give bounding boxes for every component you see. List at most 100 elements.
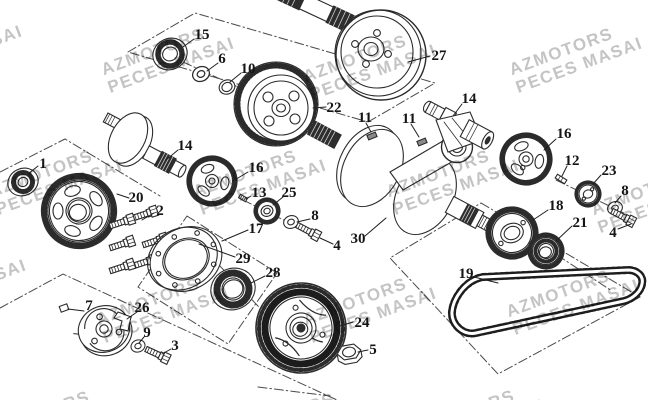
phantom-box-chain [389, 202, 642, 375]
washer-6 [189, 63, 213, 85]
key-11-left [366, 131, 378, 141]
gasket-plate-29 [147, 226, 223, 292]
sprag-bearing-28 [210, 267, 256, 311]
callout-leader-23 [592, 174, 602, 185]
key-11-right [416, 137, 428, 147]
part-number-14: 14 [178, 138, 194, 154]
clutch-shoe-7 [73, 305, 133, 357]
callout-leader-4 [319, 237, 334, 245]
callout-leader-24 [339, 321, 354, 327]
washer-10 [218, 79, 236, 95]
part-number-29: 29 [236, 251, 251, 267]
bearing-15 [152, 37, 188, 71]
callout-leader-4 [617, 223, 632, 230]
callout-leader-11 [410, 123, 420, 138]
primary-gear-20 [40, 172, 118, 250]
part-number-25: 25 [282, 185, 297, 201]
part-number-1: 1 [39, 156, 47, 172]
part-number-27: 27 [432, 48, 448, 64]
crankshaft-30 [306, 120, 495, 236]
callout-leader-25 [272, 196, 284, 206]
crank-half-14-right [422, 100, 495, 153]
phantom-line-bottom [257, 386, 331, 397]
clutch-drum-22 [233, 61, 319, 147]
callout-leader-14 [452, 103, 463, 117]
drive-gear-18 [485, 206, 539, 260]
nut-5 [336, 343, 363, 365]
rotor-24 [255, 282, 347, 374]
callout-leader-29 [198, 243, 236, 258]
callout-leader-14 [165, 149, 179, 161]
phantom-box-plate [137, 215, 278, 345]
part-number-12: 12 [565, 153, 580, 169]
part-number-4: 4 [609, 225, 617, 241]
callout-leader-8 [296, 218, 311, 223]
callout-leader-18 [532, 209, 549, 221]
retainer-26 [113, 311, 132, 332]
callout-leader-16 [232, 171, 249, 182]
phantom-box-top [126, 12, 437, 123]
callout-leader-19 [473, 276, 499, 284]
part-number-3: 3 [171, 338, 179, 354]
timing-gear-16-right [499, 132, 553, 186]
part-number-26: 26 [135, 300, 151, 316]
part-number-11: 11 [402, 111, 416, 127]
pin-12 [554, 173, 568, 185]
shim-7 [58, 303, 70, 313]
part-number-8: 8 [311, 208, 319, 224]
callout-leader-15 [182, 38, 195, 48]
gear-23 [574, 180, 602, 208]
part-number-16: 16 [249, 160, 265, 176]
part-number-11: 11 [358, 110, 372, 126]
crank-half-14-left [102, 112, 187, 178]
callout-leader-10 [229, 72, 242, 83]
callout-leader-8 [614, 195, 622, 204]
callout-leader-30 [364, 217, 387, 237]
part-number-30: 30 [351, 231, 366, 247]
part-number-17: 17 [249, 221, 265, 237]
part-number-28: 28 [266, 265, 281, 281]
part-number-4: 4 [333, 238, 341, 254]
part-number-14: 14 [462, 91, 478, 107]
key-13 [237, 193, 249, 203]
sprocket-21 [527, 232, 565, 270]
callout-leader-6 [206, 62, 219, 72]
callout-leader-12 [561, 165, 568, 177]
phantom-box-left [0, 138, 161, 197]
timing-gear-16-left [186, 155, 238, 207]
part-number-24: 24 [355, 315, 371, 331]
part-number-8: 8 [621, 183, 629, 199]
part-number-7: 7 [85, 298, 93, 314]
flywheel-27 [334, 9, 427, 101]
callout-leader-28 [250, 275, 266, 284]
callout-leader-5 [357, 349, 369, 353]
part-number-22: 22 [327, 100, 342, 116]
part-number-6: 6 [218, 51, 226, 67]
part-number-19: 19 [459, 266, 474, 282]
part-number-5: 5 [369, 342, 377, 358]
chain-19 [448, 265, 647, 338]
part-number-9: 9 [143, 325, 151, 341]
part-number-13: 13 [252, 185, 267, 201]
part-number-16: 16 [557, 126, 573, 142]
part-number-10: 10 [241, 61, 256, 77]
callout-leader-27 [407, 55, 431, 63]
callout-leader-11 [365, 122, 372, 133]
part-number-2: 2 [156, 203, 164, 219]
part-number-21: 21 [573, 215, 588, 231]
callout-leader-17 [221, 229, 249, 242]
callout-leader-16 [543, 138, 557, 151]
callout-leader-9 [138, 336, 145, 344]
callout-leader-13 [245, 195, 252, 200]
callout-leader-26 [126, 311, 138, 320]
part-number-15: 15 [195, 27, 210, 43]
callout-leader-1 [27, 165, 39, 175]
part-number-23: 23 [602, 163, 617, 179]
callout-leader-2 [141, 212, 155, 221]
callout-leader-7 [67, 308, 85, 312]
bearing-1 [7, 167, 39, 197]
bolt-3 [143, 343, 172, 365]
